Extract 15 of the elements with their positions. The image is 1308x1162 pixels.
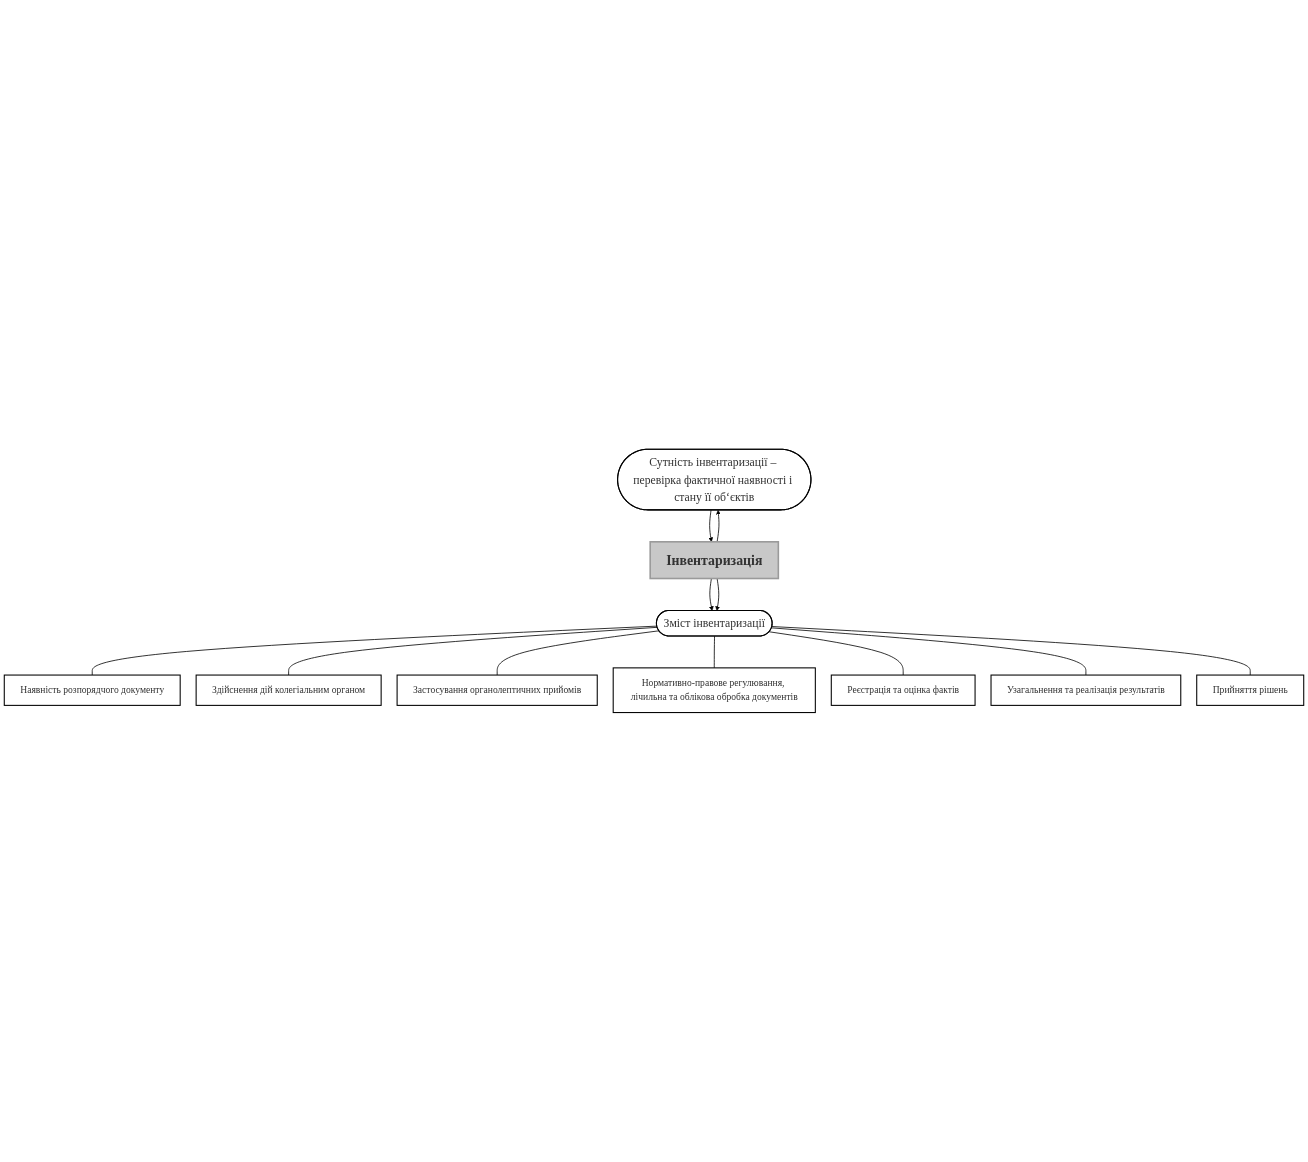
- connector: [768, 631, 904, 676]
- node-box: Реєстрація та оцінка фактів: [830, 674, 976, 706]
- node-box: Нормативно-правове регулювання, лічильна та облікова обробка документів: [612, 667, 816, 714]
- node-box: Узагальнення та реалізація результатів: [990, 674, 1182, 706]
- node-box: Здійснення дій колегіальним органом: [195, 674, 382, 706]
- connector: [771, 626, 1251, 676]
- connector: [91, 625, 658, 676]
- node-box: Наявність розпорядчого документу: [3, 674, 181, 706]
- connector: [288, 627, 658, 676]
- node-box: Інвентаризація: [649, 541, 780, 580]
- node-box: Прийняття рішень: [1196, 674, 1305, 706]
- connector: [496, 630, 660, 676]
- connector: [713, 635, 715, 669]
- node-box: Застосування органолептичних прийомів: [396, 674, 598, 706]
- connector: [771, 627, 1087, 676]
